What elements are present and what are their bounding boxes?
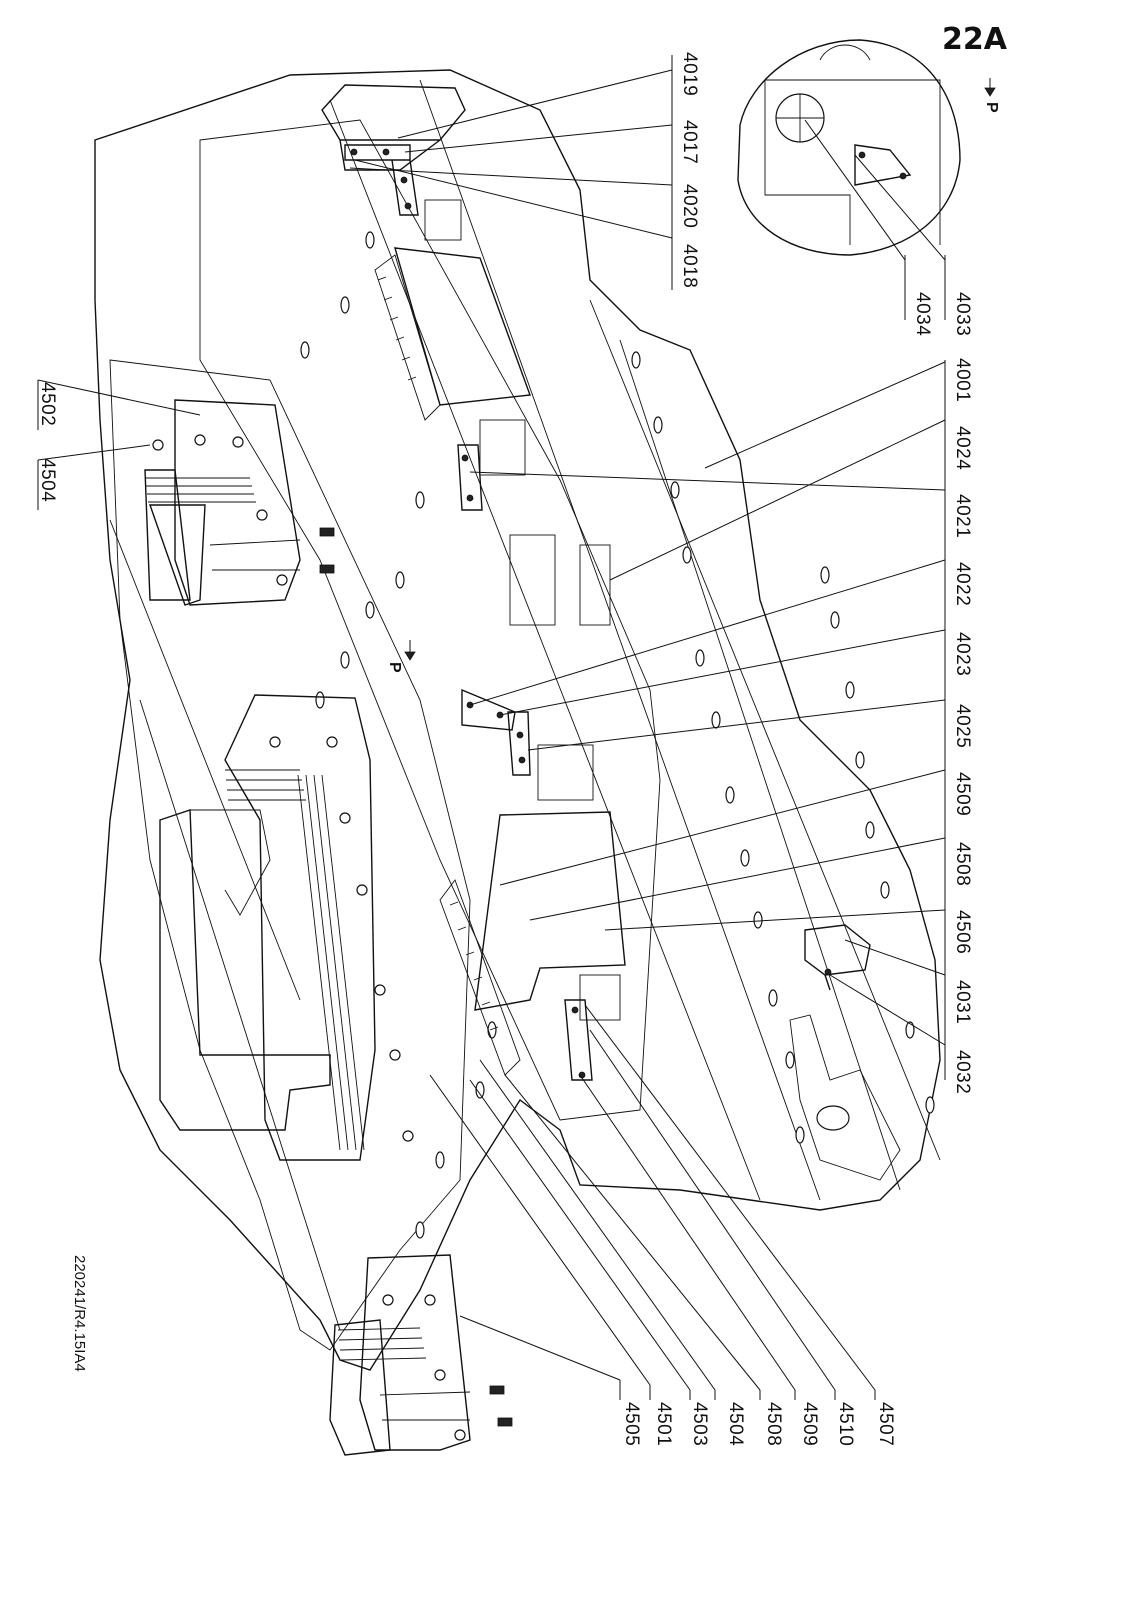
block-4031: [804, 924, 871, 991]
callout-4507: 4507: [875, 1402, 896, 1447]
lower-housing: [159, 809, 331, 1131]
guide-line: [109, 519, 301, 1001]
guide-line: [419, 79, 821, 1201]
rack-teeth-lower: [449, 901, 499, 1031]
pocket: [424, 199, 462, 241]
callout-4025: 4025: [952, 704, 973, 749]
bellows-cover-4502: [144, 399, 335, 606]
rack-teeth-upper: [377, 276, 417, 381]
bed-cut-out: [789, 1014, 901, 1181]
callout-4001: 4001: [952, 358, 973, 403]
pocket: [579, 974, 621, 1021]
rack-lower: [439, 879, 521, 1076]
guide-line: [139, 699, 341, 1331]
page-number: 22A: [942, 22, 1007, 57]
callout-4019: 4019: [679, 52, 700, 97]
bellows-cover-main: [224, 694, 414, 1161]
bracket-4510: [564, 999, 593, 1081]
housing-edge: [190, 809, 271, 916]
plate-4024: [579, 544, 611, 626]
callout-4504: 4504: [37, 458, 58, 503]
callout-4506: 4506: [952, 910, 973, 955]
drawing-id: 220241/R4.15IA4: [71, 1255, 88, 1372]
callout-4034: 4034: [912, 292, 933, 337]
callout-4031: 4031: [952, 980, 973, 1025]
bracket-4022: [461, 688, 531, 776]
view-arrow-head: [984, 87, 996, 97]
view-label-p: P: [386, 662, 403, 673]
pocket: [537, 744, 594, 801]
callout-4505: 4505: [621, 1402, 642, 1447]
callout-4509: 4509: [952, 772, 973, 817]
callout-4021: 4021: [952, 494, 973, 539]
callout-4022: 4022: [952, 562, 973, 607]
leader-lines: [37, 55, 946, 1400]
callout-4502: 4502: [37, 382, 58, 427]
callout-4023: 4023: [952, 632, 973, 677]
callout-4033: 4033: [952, 292, 973, 337]
guide-line: [589, 299, 941, 1161]
pocket: [479, 419, 526, 476]
bed-holes: [631, 351, 935, 1144]
bracket-4021: [457, 444, 483, 511]
pocket: [509, 534, 556, 626]
rail-holes: [300, 231, 497, 1239]
slide-plate-lower: [474, 811, 626, 1011]
rack-upper: [374, 254, 441, 421]
callout-4017: 4017: [679, 120, 700, 165]
callout-4504: 4504: [725, 1402, 746, 1447]
callout-4510: 4510: [835, 1402, 856, 1447]
slide-plate-upper: [394, 247, 531, 406]
callout-4509: 4509: [799, 1402, 820, 1447]
callout-4020: 4020: [679, 184, 700, 229]
view-label-p: P: [983, 102, 1000, 113]
view-arrow-head: [404, 651, 416, 661]
callout-4503: 4503: [689, 1402, 710, 1447]
machine-base-outline: [94, 69, 941, 1371]
callout-4508: 4508: [763, 1402, 784, 1447]
callout-4018: 4018: [679, 244, 700, 289]
end-block: [321, 84, 466, 171]
callout-4024: 4024: [952, 426, 973, 471]
bellows-cover-4505: [329, 1254, 513, 1456]
guide-line: [619, 339, 901, 1191]
upper-rail: [109, 359, 471, 1351]
callout-4501: 4501: [653, 1402, 674, 1447]
lower-rail: [199, 119, 661, 1121]
bracket-4017: [344, 144, 419, 216]
callout-4508: 4508: [952, 842, 973, 887]
callout-4032: 4032: [952, 1050, 973, 1095]
detail-inset: [737, 39, 961, 256]
guide-line: [329, 99, 761, 1201]
